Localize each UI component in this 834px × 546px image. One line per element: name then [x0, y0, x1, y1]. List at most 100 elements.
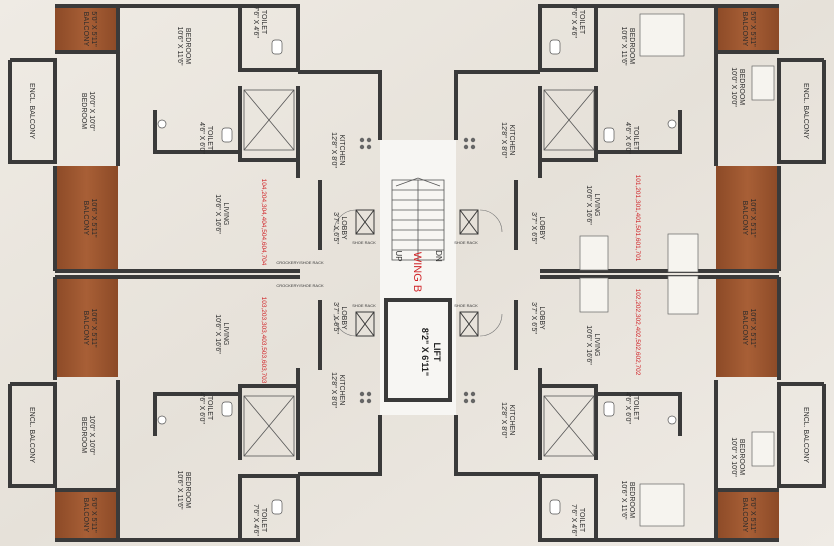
toilet-dim: 4'6" X 6'0": [624, 122, 631, 154]
lobby-label: LOBBY: [340, 306, 347, 330]
lobby-label: LOBBY: [538, 216, 545, 240]
balcony-left-lower: [55, 277, 118, 377]
balcony-bottom-right-small: [716, 490, 779, 540]
balcony-dim: 10'6" X 5'11": [90, 308, 97, 348]
living-label: LIVING: [593, 334, 600, 357]
staircase: [391, 177, 445, 261]
furniture: [579, 13, 775, 527]
balcony-dim: 5'0" X 5'11": [90, 11, 97, 47]
bedroom-label: BEDROOM: [628, 482, 635, 518]
toilet-label: TOILET: [632, 126, 639, 151]
stair-down-label: DN: [434, 250, 443, 262]
living-label: LIVING: [222, 203, 229, 226]
wing-label: WING B: [411, 252, 423, 292]
kitchen-hobs: [359, 137, 476, 404]
bedroom-dim: 10'6" X 11'6": [176, 26, 183, 66]
bedroom-label: BEDROOM: [628, 28, 635, 64]
unit-numbers-top-left: 104,204,304,404,504,604,704: [260, 179, 267, 266]
stair-up-label: UP: [394, 250, 403, 261]
bed-top-right: [639, 13, 685, 57]
crockery-shoe-rack-label: CROCKERY/SHOE RACK: [276, 260, 324, 265]
lift-shaft: [384, 298, 452, 402]
living-dim: 10'6" X 16'6": [214, 194, 221, 234]
toilet-label: TOILET: [260, 508, 267, 533]
kitchen-dim: 12'8" X 8'0": [330, 132, 337, 168]
lobby-label: LOBBY: [538, 306, 545, 330]
dining-table-lower: [579, 277, 609, 313]
balcony-dim: 5'0" X 5'11": [749, 11, 756, 47]
bedroom-dim: 10'0" X 10'0": [88, 415, 95, 455]
balcony-bottom-left-small: [55, 490, 118, 540]
shower-areas: [243, 89, 595, 457]
bedroom-label: BEDROOM: [738, 439, 745, 475]
bed-encl-top-right: [751, 65, 775, 101]
toilet-label: TOILET: [578, 508, 585, 533]
lobby-dim: 3'7" X 6'5": [332, 212, 339, 244]
balcony-label: BALCONY: [741, 498, 748, 533]
balcony-label: BALCONY: [741, 311, 748, 346]
lift-dim: 8'2" X 6'11": [420, 328, 430, 376]
bed-bottom-right: [639, 483, 685, 527]
bedroom-dim: 10'6" X 11'6": [620, 480, 627, 520]
shoe-rack-label: SHOE RACK: [454, 303, 478, 308]
bedroom-dim: 10'0" X 10'0": [88, 91, 95, 131]
lobby-label: LOBBY: [340, 216, 347, 240]
kitchen-dim: 12'8" X 8'0": [500, 402, 507, 438]
encl-balcony-label: ENCL. BALCONY: [28, 407, 35, 463]
bedroom-dim: 10'6" X 11'6": [176, 470, 183, 510]
kitchen-dim: 12'8" X 8'0": [330, 372, 337, 408]
bedroom-dim: 10'0" X 10'0": [730, 437, 737, 477]
shoe-rack-label: SHOE RACK: [352, 240, 376, 245]
encl-balcony-label: ENCL. BALCONY: [802, 83, 809, 139]
balconies: [55, 6, 779, 540]
bedroom-label: BEDROOM: [184, 28, 191, 64]
balcony-dim: 5'0" X 5'11": [90, 497, 97, 533]
dining-table-upper: [579, 235, 609, 271]
balcony-dim: 10'6" X 5'11": [90, 198, 97, 238]
living-dim: 10'6" X 16'6": [585, 185, 592, 225]
sofa-upper: [667, 233, 699, 273]
toilet-dim: 7'6" X 4'6": [252, 504, 259, 536]
toilet-dim: 4'6" X 6'0": [198, 392, 205, 424]
service-shafts: [355, 209, 479, 337]
toilet-label: TOILET: [578, 10, 585, 35]
bedroom-label: BEDROOM: [80, 417, 87, 453]
toilet-label: TOILET: [632, 396, 639, 421]
lobby-dim: 3'7" X 6'5": [530, 212, 537, 244]
door-swings: [333, 209, 503, 337]
kitchen-label: KITCHEN: [338, 135, 345, 166]
balcony-label: BALCONY: [741, 12, 748, 47]
living-label: LIVING: [222, 323, 229, 346]
shoe-rack-label: SHOE RACK: [352, 303, 376, 308]
unit-numbers-bottom-left: 103,203,303,403,503,603,703: [260, 297, 267, 384]
lobby-dim: 3'7" X 6'5": [332, 302, 339, 334]
toilet-label: TOILET: [260, 10, 267, 35]
unit-numbers-bottom-right: 102,202,302,402,502,602,702: [634, 289, 641, 376]
balcony-left-upper: [55, 166, 118, 271]
toilet-label: TOILET: [206, 126, 213, 151]
bed-encl-bottom-right: [751, 431, 775, 467]
walls: [8, 4, 826, 542]
kitchen-label: KITCHEN: [338, 375, 345, 406]
encl-balcony-label: ENCL. BALCONY: [802, 407, 809, 463]
bathroom-fixtures: [157, 39, 677, 515]
encl-balcony-label: ENCL. BALCONY: [28, 83, 35, 139]
balcony-dim: 10'6" X 5'11": [749, 198, 756, 238]
toilet-dim: 7'6" X 4'6": [252, 6, 259, 38]
balcony-label: BALCONY: [741, 201, 748, 236]
balcony-dim: 10'6" X 5'11": [749, 308, 756, 348]
living-dim: 10'6" X 16'6": [214, 314, 221, 354]
living-dim: 10'6" X 16'6": [585, 325, 592, 365]
bedroom-dim: 10'0" X 10'0": [730, 67, 737, 107]
balcony-top-right-small: [716, 6, 779, 52]
crockery-shoe-rack-label: CROCKERY/SHOE RACK: [276, 283, 324, 288]
toilet-label: TOILET: [206, 396, 213, 421]
balcony-top-left-small: [55, 6, 118, 52]
lobby-dim: 3'7" X 6'5": [530, 302, 537, 334]
toilet-dim: 4'6" X 6'0": [624, 392, 631, 424]
balcony-dim: 5'0" X 5'11": [749, 497, 756, 533]
unit-numbers-top-right: 101,201,301,401,501,601,701: [634, 175, 641, 262]
toilet-dim: 4'6" X 6'0": [198, 122, 205, 154]
